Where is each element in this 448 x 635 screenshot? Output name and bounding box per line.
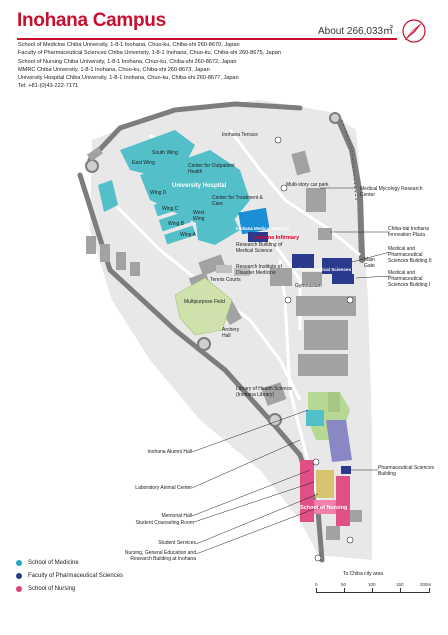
- scale-label: 0: [315, 582, 318, 587]
- scale-tick: [400, 588, 401, 593]
- label-archery-hall: Archery Hall: [222, 327, 240, 339]
- callout-innovation-plaza: Chiba-dai Inohana Innovation Plaza: [388, 226, 429, 238]
- label-pharma-sciences: Pharmaceutical Sciences: [296, 267, 352, 272]
- label-tennis-courts: Tennis Courts: [210, 277, 241, 283]
- label-research-institute: Research Institute of Disaster Medicine: [236, 264, 282, 276]
- scale-label: 150: [396, 582, 404, 587]
- title-rule: [17, 38, 397, 40]
- railway-east: [341, 119, 357, 201]
- label-wing-d: Wing D: [150, 190, 167, 196]
- address-line: School of Nursing Chiba University, 1-8-…: [18, 58, 237, 65]
- label-main-gate: Main Gate: [364, 257, 375, 269]
- scale-label: 100: [368, 582, 376, 587]
- general-buildings: [86, 146, 362, 540]
- address-line: Faculty of Pharmaceutical Sciences Chiba…: [18, 50, 281, 57]
- legend-item-pharma: Faculty of Pharmaceutical Sciences: [16, 573, 123, 579]
- address-line: Tel: +81-(0)43-222-7171: [18, 83, 79, 90]
- page-title: Inohana Campus: [17, 10, 166, 31]
- tennis-courts: [216, 265, 250, 276]
- callout-alumni-hall: Inohana Alumni Hall: [147, 449, 192, 455]
- parking-markers: [274, 136, 354, 562]
- legend-label: Faculty of Pharmaceutical Sciences: [28, 573, 124, 579]
- label-east-wing: East Wing: [132, 160, 155, 166]
- roundabout: [268, 413, 282, 427]
- label-center-outpatient: Center for Outpatient Health: [188, 163, 235, 175]
- scale-tick: [429, 588, 430, 593]
- pharma-buildings: [292, 254, 354, 474]
- scale-bar: 0 50 100 150 200m: [315, 582, 431, 600]
- callout-animal-center: Laboratory Animal Center: [135, 485, 192, 491]
- callout-nursing-research: Nursing, General Education and Research …: [124, 550, 196, 562]
- label-university-hospital: University Hospital: [172, 183, 227, 189]
- address-block: School of Medicine Chiba University, 1-8…: [18, 41, 281, 91]
- roundabout: [85, 159, 99, 173]
- perimeter-road-east: [335, 115, 365, 263]
- legend-swatch: [16, 586, 22, 592]
- label-multistory-parking: Multi-story car park: [286, 182, 329, 188]
- scale-tick: [344, 588, 345, 593]
- address-line: University Hospital Chiba University, 1-…: [18, 75, 239, 82]
- north-arrow-icon: [402, 19, 426, 43]
- roundabout: [197, 337, 211, 351]
- callout-student-services: Student Services: [158, 540, 196, 546]
- perimeter-road-north: [87, 101, 303, 163]
- inner-road: [228, 129, 361, 257]
- callout-pharma-building: Pharmaceutical Sciences Building: [378, 465, 435, 477]
- legend-item-medicine: School of Medicine: [16, 560, 79, 566]
- label-gymnasium: Gymnasium: [295, 283, 322, 289]
- label-to-chiba: To Chiba city area: [343, 571, 384, 577]
- legend-swatch: [16, 573, 22, 579]
- pharma-purple-wing: [326, 420, 352, 462]
- label-inohana-terrace: Inohana Terrace: [222, 132, 259, 138]
- multipurpose-field: [174, 277, 233, 336]
- address-line: MMRC Chiba University, 1-8-1 Inohana, Ch…: [18, 66, 210, 73]
- label-research-building: Research Building of Medical Science: [236, 242, 283, 254]
- address-line: School of Medicine Chiba University, 1-8…: [18, 42, 240, 48]
- legend-label: School of Medicine: [28, 560, 79, 566]
- library-building: [306, 410, 324, 426]
- label-inohana-infirmary: Inohana Infirmary: [253, 235, 300, 241]
- label-wing-b: Wing B: [168, 221, 185, 227]
- label-wing-c: Wing C: [162, 206, 179, 212]
- school-of-nursing-buildings: [300, 460, 350, 526]
- roundabout: [329, 112, 341, 124]
- scale-tick: [316, 588, 317, 593]
- legend-swatch: [16, 560, 22, 566]
- callout-counseling: Student Counseling Room: [135, 520, 194, 526]
- callout-lines: [191, 187, 391, 555]
- campus-area: About 266,033㎡: [318, 26, 394, 37]
- research-building-medical: [248, 232, 268, 242]
- label-south-wing: South Wing: [152, 150, 178, 156]
- scale-tick: [372, 588, 373, 593]
- label-library: Library of Health Science (Inohana Libra…: [236, 386, 292, 398]
- callout-mycology: Medical Mycology Research Center: [360, 186, 423, 198]
- label-center-treatment: Center for Treatment & Care: [212, 195, 263, 207]
- scale-label: 200m: [420, 582, 432, 587]
- label-multipurpose-field: Multipurpose Field: [184, 299, 225, 305]
- scale-line: [316, 592, 430, 593]
- legend-item-nursing: School of Nursing: [16, 586, 75, 592]
- medical-museum-building: [238, 207, 270, 235]
- label-wing-a: Wing A: [180, 232, 196, 238]
- label-west-wing: West Wing: [193, 210, 205, 222]
- callout-memorial-hall: Memorial Hall: [161, 513, 192, 519]
- label-medical-museum: Inohana Medical Museum: [236, 226, 290, 231]
- legend-label: School of Nursing: [28, 586, 76, 592]
- scale-label: 50: [341, 582, 347, 587]
- callout-pharma-2: Medical and Pharmaceutical Sciences Buil…: [388, 246, 432, 264]
- callout-pharma-1: Medical and Pharmaceutical Sciences Buil…: [388, 270, 431, 288]
- school-of-medicine-buildings: [98, 130, 250, 245]
- label-school-of-nursing: School of Nursing: [300, 505, 348, 511]
